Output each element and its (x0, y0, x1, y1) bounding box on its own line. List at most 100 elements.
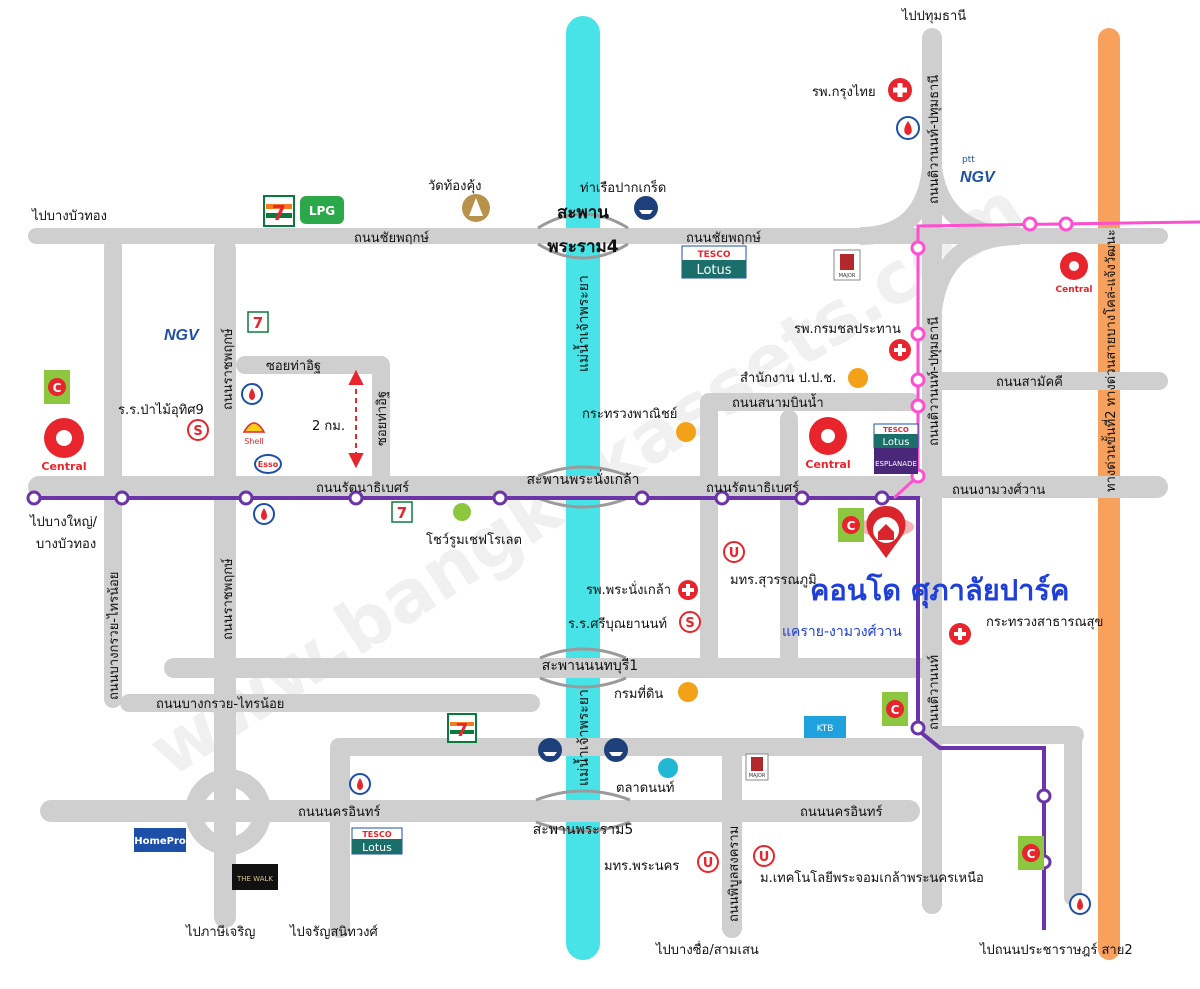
svg-text:MAJOR: MAJOR (749, 773, 766, 779)
direction-bang-yai: ไปบางใหญ่/ (29, 514, 98, 530)
svg-text:Shell: Shell (244, 437, 264, 446)
ngv-logo: NGV (164, 327, 200, 344)
condo-subtitle: แคราย-งามวงศ์วาน (782, 623, 902, 640)
seven-eleven-logo: 7 (247, 311, 269, 333)
road-ratchaphruek-upper: ถนนราชพฤกษ์ (220, 328, 236, 410)
bridge-rama4-b: พระราม4 (547, 237, 618, 257)
svg-text:LPG: LPG (309, 204, 335, 218)
svg-text:Lotus: Lotus (883, 437, 910, 448)
purple-line-stations (26, 490, 1052, 870)
road-tiwanon-pathum-top: ถนนติวานนท์-ปทุมธานี (926, 75, 942, 204)
road-bang-kruai-sai-noi-vertical: ถนนบางกรวย-ไทรน้อย (106, 572, 122, 700)
government-icons (676, 368, 868, 702)
road-samakkhi: ถนนสามัคคี (996, 374, 1063, 390)
hospital-icons (678, 78, 971, 645)
seven-eleven-logo: 7 (263, 195, 295, 227)
svg-text:C: C (53, 381, 62, 395)
ptt-logo: ptt (962, 155, 975, 165)
road-phibun-songkhram: ถนนพิบูลสงคราม (727, 826, 742, 922)
seven-eleven-logo: 7 (447, 713, 477, 743)
big-c-logo: C (44, 370, 70, 404)
svg-text:S: S (685, 616, 694, 631)
boat-icon (538, 738, 562, 762)
temple-icon (462, 194, 490, 222)
place-nonthaburi-market: ตลาดนนท์ (616, 780, 675, 796)
direction-pathum-thani: ไปปทุมธานี (901, 8, 966, 24)
big-c-logo: C (1018, 836, 1044, 870)
place-rmutp: มทร.พระนคร (604, 859, 679, 874)
place-health-ministry: กระทรวงสาธารณสุข (986, 615, 1103, 630)
svg-text:Central: Central (805, 458, 850, 471)
svg-text:TESCO: TESCO (883, 426, 909, 434)
direction-phasi-charoen: ไปภาษีเจริญ (185, 924, 255, 940)
university-icon: U (753, 845, 775, 867)
market-dot-icon (658, 758, 678, 778)
place-wat-thong-khung: วัดท้องคุ้ง (428, 179, 482, 194)
green-dot-icon (453, 503, 471, 521)
ptt-drop-icon (241, 383, 263, 405)
ptt-drop-icon (349, 773, 371, 795)
road-ngamwongwan: ถนนงามวงศ์วาน (952, 482, 1045, 498)
place-commerce-ministry: กระทรวงพาณิชย์ (582, 406, 677, 422)
place-chevrolet-showroom: โชว์รูมเชฟโรเลต (426, 532, 522, 548)
esso-logo: Esso (254, 454, 282, 474)
central-logo: Central (1055, 252, 1093, 295)
boat-icon (634, 196, 658, 220)
bridge-nonthaburi1: สะพานนนทบุรี1 (542, 658, 638, 674)
road-tiwanon-pathum-mid: ถนนติวานนท์-ปทุมธานี (926, 317, 942, 446)
road-nakhon-in-left: ถนนนครอินทร์ (298, 804, 380, 820)
boat-icon (604, 738, 628, 762)
text-labels: ไปปทุมธานี ไปบางบัวทอง ไปบางใหญ่/ บางบัว… (29, 8, 1133, 958)
direction-prachachuen: ไปถนนประชาราษฎร์ สาย2 (979, 942, 1133, 958)
svg-text:Central: Central (41, 460, 86, 473)
ktb-logo: KTB (804, 716, 846, 738)
condo-name: คอนโด ศุภาลัยปาร์ค (810, 572, 1069, 608)
place-ppc-office: สำนักงาน ป.ป.ช. (740, 371, 836, 386)
direction-bang-yai-2: บางบัวทอง (36, 537, 96, 552)
place-pamai-school: ร.ร.ป่าไม้อุทิศ9 (118, 402, 204, 418)
svg-text:U: U (703, 856, 714, 871)
river-label-upper: แม่น้ำเจ้าพระยา (573, 275, 592, 372)
school-icon: S (187, 419, 209, 441)
svg-text:7: 7 (272, 201, 286, 225)
svg-text:THE WALK: THE WALK (236, 875, 273, 883)
road-soi-tha-it-vertical: ซอยท่าอิฐ (375, 391, 390, 446)
hospital-icon (949, 623, 971, 645)
place-chonprathan-hospital: รพ.กรมชลประทาน (794, 322, 901, 337)
major-cineplex-logo: MAJOR (745, 753, 769, 781)
place-sriboonyanon-school: ร.ร.ศรีบุณยานนท์ (568, 616, 667, 632)
the-walk-logo: THE WALK (232, 864, 278, 890)
tesco-lotus-logo: TESCO Lotus (681, 245, 747, 279)
place-pak-kret-pier: ท่าเรือปากเกร็ด (580, 178, 666, 196)
svg-text:Esso: Esso (258, 460, 279, 469)
bridge-rama5: สะพานพระราม5 (533, 822, 634, 838)
hospital-icon (888, 78, 912, 102)
svg-text:S: S (193, 424, 202, 439)
svg-text:TESCO: TESCO (362, 830, 392, 839)
central-logo: Central (41, 418, 87, 473)
hospital-icon (678, 580, 698, 600)
bridge-phra-nang-klao: สะพานพระนั่งเกล้า (526, 470, 639, 488)
central-logo: Central (805, 417, 851, 471)
svg-text:7: 7 (397, 504, 407, 522)
direction-bang-sue: ไปบางซื่อ/สามเสน (655, 941, 759, 958)
road-chaiyaphruek-right: ถนนชัยพฤกษ์ (686, 230, 761, 246)
svg-text:U: U (729, 546, 740, 561)
university-icon: U (723, 541, 745, 563)
lpg-logo: LPG (300, 196, 344, 224)
place-krung-thai-hospital: รพ.กรุงไทย (812, 84, 876, 100)
tesco-lotus-logo: TESCO Lotus (351, 827, 403, 855)
svg-text:C: C (847, 519, 856, 533)
direction-bang-bua-thong: ไปบางบัวทอง (31, 208, 107, 224)
government-dot-icon (848, 368, 868, 388)
homepro-logo: HomePro (134, 828, 186, 852)
place-rmuts: มทร.สุวรรณภูมิ (730, 573, 817, 588)
svg-text:TESCO: TESCO (697, 250, 730, 260)
svg-text:C: C (891, 703, 900, 717)
svg-text:MAJOR: MAJOR (839, 273, 856, 279)
road-chaiyaphruek-left: ถนนชัยพฤกษ์ (354, 230, 429, 246)
road-bang-kruai-sai-noi: ถนนบางกรวย-ไทรน้อย (156, 696, 284, 712)
river-label-lower: แม่น้ำเจ้าพระยา (573, 689, 592, 786)
school-icon: S (679, 611, 701, 633)
direction-charansanitwong: ไปจรัญสนิทวงศ์ (289, 924, 379, 940)
